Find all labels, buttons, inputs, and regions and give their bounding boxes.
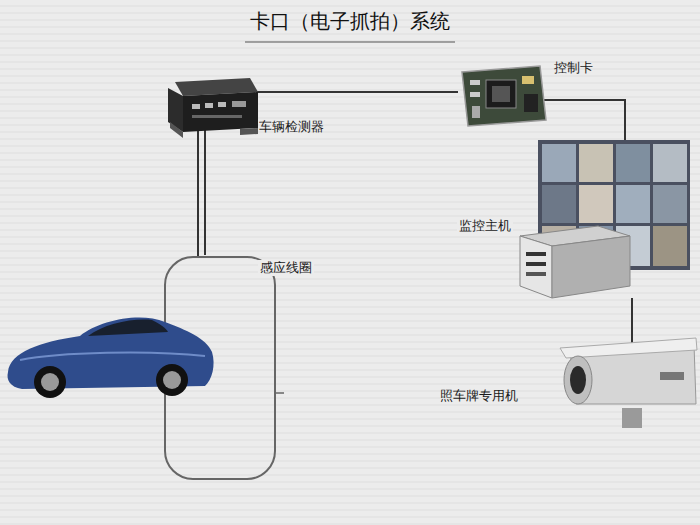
title-holder: 卡口（电子抓拍）系统: [0, 8, 700, 35]
cable: [631, 300, 633, 326]
device-node: 控制卡: [458, 58, 608, 128]
device-label: 车辆检测器: [257, 119, 326, 135]
device-label: 控制卡: [552, 60, 595, 76]
title: 卡口（电子抓拍）系统: [250, 9, 450, 33]
title-rule: [245, 42, 455, 43]
detector-picture: [168, 78, 258, 138]
device-node: 车辆检测器: [165, 75, 337, 147]
cable: [204, 147, 206, 255]
device-node: 感应线圈: [160, 255, 332, 483]
control-card-picture: [462, 66, 546, 126]
cable: [337, 91, 458, 93]
device-node: 监控主机: [455, 140, 693, 300]
device-node: 照车牌专用机: [436, 326, 698, 426]
wire: [198, 92, 632, 350]
device-label: 照车牌专用机: [438, 388, 520, 404]
cable: [608, 100, 625, 140]
device-label: 感应线圈: [258, 260, 314, 276]
device-label: 监控主机: [457, 218, 513, 234]
host-computer-picture: [520, 226, 630, 298]
camera-picture: [560, 338, 697, 428]
car-picture: [8, 318, 214, 398]
